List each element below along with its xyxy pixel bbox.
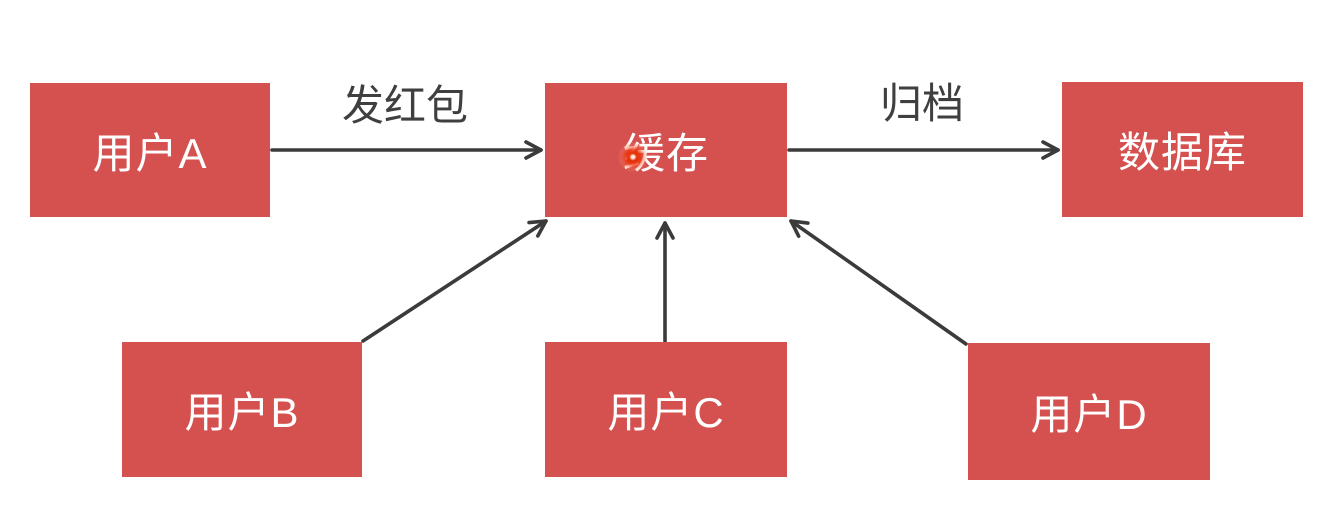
arrow-user-b-to-cache [361,219,548,343]
node-database: 数据库 [1062,82,1303,217]
node-user-d: 用户D [968,343,1210,480]
edge-label-send-red-packet: 发红包 [341,82,468,129]
node-user-c: 用户C [545,342,787,477]
node-user-a-label: 用户A [92,129,208,177]
node-user-c-label: 用户C [607,389,725,436]
node-user-b: 用户B [122,342,362,477]
node-user-b-label: 用户B [184,389,300,436]
node-user-d-label: 用户D [1030,391,1148,438]
node-database-label: 数据库 [1117,129,1247,176]
node-user-a: 用户A [30,83,270,217]
arrow-user-d-to-cache [789,219,968,346]
edge-label-archive: 归档 [879,80,964,127]
node-cache: 缓存 [545,83,787,217]
node-cache-label: 缓存 [622,129,709,177]
